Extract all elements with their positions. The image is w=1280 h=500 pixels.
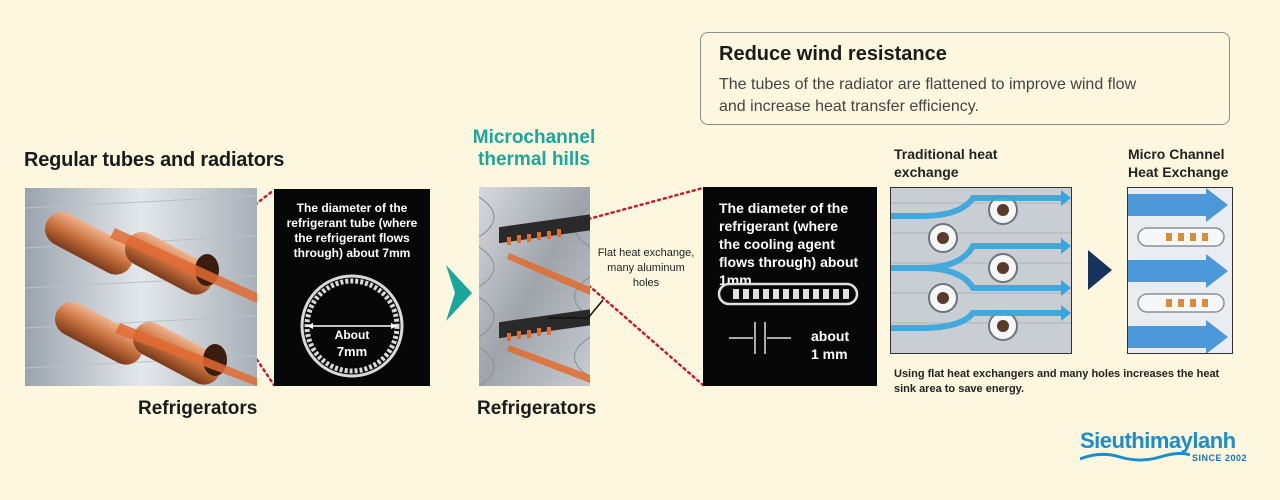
traditional-title: Traditional heat exchange (894, 146, 998, 180)
micro-callout-text: The diameter of the refrigerant (where t… (719, 200, 859, 288)
traditional-exchange-diagram (890, 187, 1072, 354)
brand-logo-name: Sieuthimaylanh (1080, 428, 1236, 453)
brand-logo-wave-icon (1080, 451, 1190, 462)
brand-logo-since: SINCE 2002 (1192, 453, 1248, 463)
transition-arrow-icon (446, 265, 472, 321)
micro-title-line2: thermal hills (478, 149, 590, 170)
micro-size-line2: 1 mm (811, 346, 848, 362)
regular-title: Regular tubes and radiators (24, 149, 285, 171)
regular-callout-panel: The diameter of the refrigerant tube (wh… (274, 189, 430, 386)
regular-caption: Refrigerators (138, 398, 258, 419)
comparison-caption: Using flat heat exchangers and many hole… (894, 368, 1220, 395)
micro-title: Microchannel thermal hills (464, 127, 604, 171)
info-title: Reduce wind resistance (719, 43, 947, 65)
microchannel-photo (479, 187, 590, 386)
micro-title-line1: Microchannel (472, 127, 596, 148)
regular-tubes-photo (25, 188, 257, 386)
micro-caption: Refrigerators (477, 398, 597, 419)
micro-exchange-diagram (1127, 187, 1233, 354)
info-body: The tubes of the radiator are flattened … (719, 76, 1137, 115)
ring-label-line2: 7mm (336, 344, 368, 359)
flat-note-pointer (548, 299, 604, 319)
info-box: Reduce wind resistance The tubes of the … (700, 32, 1230, 125)
brand-logo: Sieuthimaylanh SINCE 2002 (1080, 428, 1255, 468)
tube-cross-section-ring (300, 274, 404, 378)
connector-line-micro-bottom (546, 248, 705, 387)
micro-exchange-title: Micro Channel Heat Exchange (1128, 146, 1229, 180)
ring-label-line1: About (334, 328, 370, 342)
micro-size-line1: about (811, 328, 850, 344)
comparison-arrow-icon (1088, 250, 1112, 290)
regular-callout-text: The diameter of the refrigerant tube (wh… (286, 201, 418, 260)
flat-tube-diagram (717, 282, 859, 354)
flat-note: Flat heat exchange, many aluminum holes (597, 247, 695, 289)
micro-callout-panel: The diameter of the refrigerant (where t… (703, 187, 877, 386)
